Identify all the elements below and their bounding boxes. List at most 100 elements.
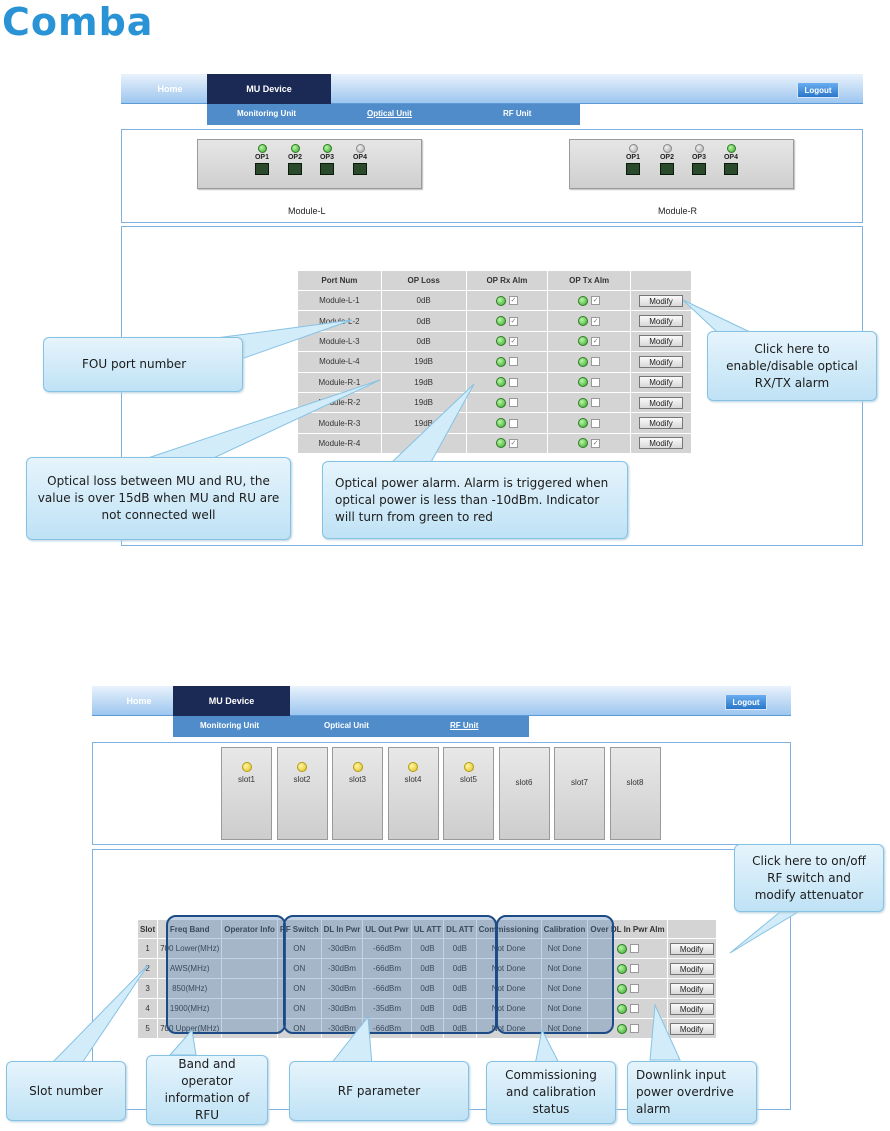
modify-button[interactable]: Modify <box>669 982 714 995</box>
modify-button[interactable]: Modify <box>669 962 714 975</box>
rf-col-header: DL ATT <box>443 919 477 939</box>
modify-button[interactable]: Modify <box>669 942 714 955</box>
rf-slot-cell: 3 <box>136 978 159 999</box>
slot-card[interactable]: slot6 <box>498 747 550 840</box>
callout-dl-alarm: Downlink input power overdrive alarm <box>627 1061 757 1124</box>
tx-alarm-checkbox[interactable] <box>591 377 601 387</box>
rf-col-header: Operator Info <box>221 919 278 939</box>
action-cell: Modify <box>666 938 717 959</box>
rx-alarm-checkbox[interactable] <box>508 377 518 387</box>
slot-label: slot1 <box>238 775 255 784</box>
subnav-monitoring-unit[interactable]: Monitoring Unit <box>200 721 260 730</box>
slot-label: slot2 <box>293 775 311 784</box>
rf-col-header: DL In Pwr <box>320 919 364 939</box>
tx-alarm-cell <box>547 351 632 373</box>
dl-alarm-cell <box>587 1018 668 1039</box>
rx-alarm-checkbox[interactable] <box>508 357 518 367</box>
tx-alarm-checkbox[interactable] <box>591 398 601 408</box>
action-cell: Modify <box>630 371 692 393</box>
subnav-rf-unit[interactable]: RF Unit <box>450 721 479 730</box>
modify-button[interactable]: Modify <box>639 437 684 450</box>
fiber-port-icon <box>320 163 334 175</box>
rx-alarm-led-icon <box>495 377 506 388</box>
tx-alarm-cell <box>547 412 632 434</box>
op3-port-r: OP3 <box>688 144 710 175</box>
dl-alarm-cell <box>587 958 668 979</box>
tx-alarm-checkbox[interactable]: ✓ <box>591 336 601 346</box>
subnav-optical-unit[interactable]: Optical Unit <box>367 109 412 118</box>
modify-button[interactable]: Modify <box>669 1002 714 1015</box>
logout-button[interactable]: Logout <box>725 694 767 710</box>
subnav-optical-unit[interactable]: Optical Unit <box>324 721 369 730</box>
status-led-icon <box>355 144 365 153</box>
modify-button[interactable]: Modify <box>639 294 684 307</box>
rx-alarm-checkbox[interactable] <box>508 398 518 408</box>
rx-alarm-checkbox[interactable]: ✓ <box>508 316 518 326</box>
slot-card[interactable]: slot5 <box>443 747 494 840</box>
modify-button[interactable]: Modify <box>639 355 684 368</box>
nav-mu-device[interactable]: MU Device <box>207 74 331 104</box>
port-label: OP4 <box>352 154 367 161</box>
subnav-monitoring-unit[interactable]: Monitoring Unit <box>237 109 297 118</box>
rx-alarm-checkbox[interactable]: ✓ <box>508 438 518 448</box>
tx-alarm-led-icon <box>578 397 589 408</box>
tx-alarm-cell: ✓ <box>547 432 632 455</box>
sub-nav: Monitoring Unit Optical Unit RF Unit <box>173 716 529 737</box>
tx-alarm-checkbox[interactable] <box>591 418 601 428</box>
nav-mu-device[interactable]: MU Device <box>173 686 290 716</box>
slot-led-icon <box>297 762 307 772</box>
tx-alarm-checkbox[interactable] <box>591 357 601 367</box>
tx-alarm-checkbox[interactable]: ✓ <box>591 316 601 326</box>
dl-alarm-checkbox[interactable] <box>629 944 639 953</box>
nav-home[interactable]: Home <box>126 696 152 706</box>
col-op-tx-alm: OP Tx Alm <box>547 270 632 291</box>
modify-button[interactable]: Modify <box>639 315 684 328</box>
modify-button[interactable]: Modify <box>639 417 684 430</box>
slot-card[interactable]: slot4 <box>387 747 439 840</box>
action-cell: Modify <box>666 998 717 1019</box>
fiber-port-icon <box>724 163 738 175</box>
dl-alarm-checkbox[interactable] <box>629 964 639 973</box>
tx-alarm-led-icon <box>578 356 589 367</box>
modify-button[interactable]: Modify <box>639 376 684 389</box>
callout-comm-status: Commissioning and calibration status <box>486 1061 616 1124</box>
slot-card[interactable]: slot7 <box>554 747 605 840</box>
callout-rf-switch-hint: Click here to on/off RF switch and modif… <box>734 844 884 912</box>
slot-card[interactable]: slot1 <box>221 747 272 840</box>
dl-alarm-checkbox[interactable] <box>629 1004 639 1013</box>
module-l-label: Module-L <box>288 206 326 216</box>
slot-label: slot7 <box>571 778 588 787</box>
dl-alarm-led-icon <box>616 983 627 994</box>
modules-panel: OP1 OP2 OP3 OP4 Module-L OP1 OP2 OP3 OP4… <box>121 129 863 223</box>
rx-alarm-led-icon <box>495 316 506 327</box>
slot-card[interactable]: slot3 <box>332 747 383 840</box>
modify-button[interactable]: Modify <box>639 396 684 409</box>
rx-alarm-checkbox[interactable]: ✓ <box>508 336 518 346</box>
slot-label: slot8 <box>626 778 644 787</box>
modify-button[interactable]: Modify <box>669 1022 714 1035</box>
tx-alarm-checkbox[interactable]: ✓ <box>591 296 601 306</box>
dl-alarm-checkbox[interactable] <box>629 984 639 993</box>
slot-label: slot4 <box>404 775 422 784</box>
rx-alarm-checkbox[interactable]: ✓ <box>508 296 518 306</box>
fiber-port-icon <box>692 163 706 175</box>
modify-button[interactable]: Modify <box>639 335 684 348</box>
dl-alarm-checkbox[interactable] <box>629 1024 639 1033</box>
logout-button[interactable]: Logout <box>797 82 839 98</box>
rx-alarm-checkbox[interactable] <box>508 418 518 428</box>
action-cell: Modify <box>630 351 692 373</box>
slot-card[interactable]: slot8 <box>609 747 661 840</box>
highlight-band-operator <box>166 915 286 1034</box>
tx-alarm-checkbox[interactable]: ✓ <box>591 438 601 448</box>
col-action <box>630 270 692 291</box>
callout-connectors-2 <box>50 911 800 1066</box>
op1-port-l: OP1 <box>251 144 273 175</box>
tx-alarm-led-icon <box>578 316 589 327</box>
nav-home[interactable]: Home <box>157 84 183 94</box>
optical-table-panel: Port Num OP Loss OP Rx Alm OP Tx Alm Mod… <box>121 226 863 546</box>
action-cell: Modify <box>630 412 692 434</box>
subnav-rf-unit[interactable]: RF Unit <box>503 109 532 118</box>
slot-card[interactable]: slot2 <box>276 747 328 840</box>
